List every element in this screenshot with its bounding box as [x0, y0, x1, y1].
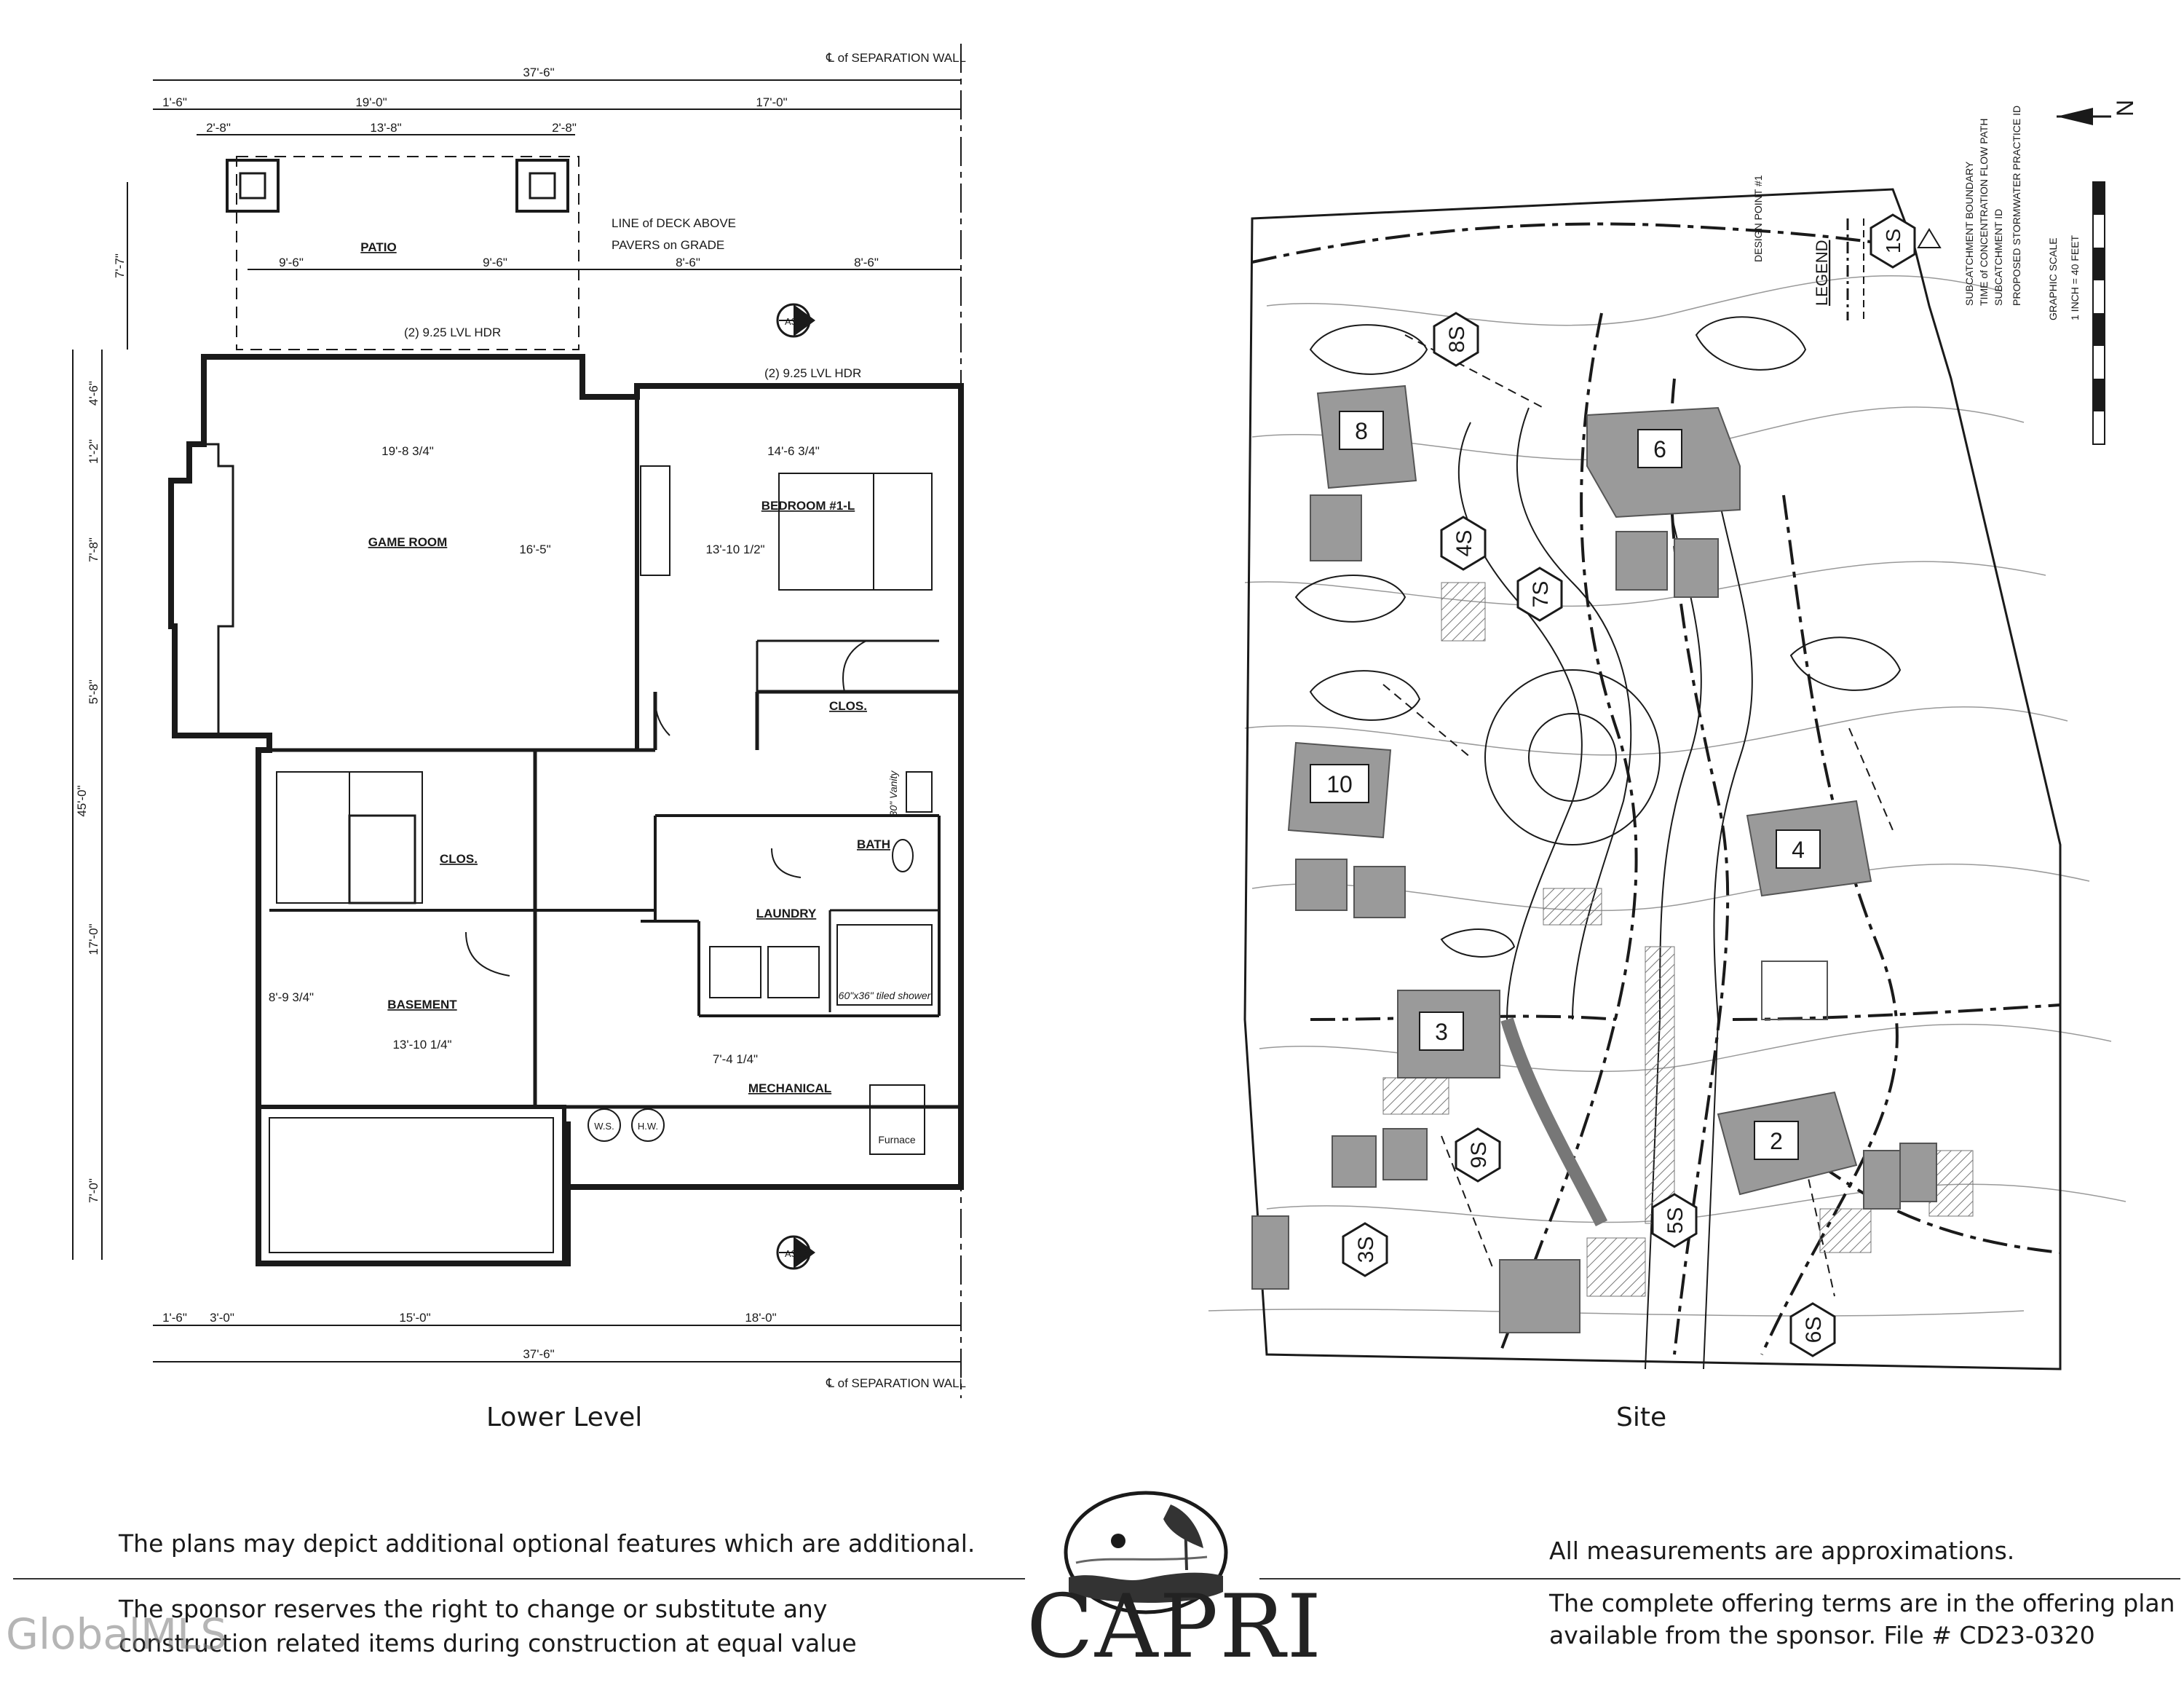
patio-dim-3: 8'-6"	[676, 256, 700, 269]
lot-6: 6	[1653, 436, 1666, 462]
disclaimer-substitute-line-2: construction related items during constr…	[119, 1629, 857, 1657]
header-label-2: (2) 9.25 LVL HDR	[764, 366, 861, 380]
disclaimer-substitute-line-1: The sponsor reserves the right to change…	[119, 1595, 828, 1623]
header-label-1: (2) 9.25 LVL HDR	[404, 326, 501, 339]
left-dim-2: 4'-6"	[87, 381, 100, 406]
subcatchment-4s: 4S	[1452, 530, 1476, 557]
legend-item-stormwater: PROPOSED STORMWATER PRACTICE ID	[2011, 106, 2022, 306]
site-plan: 8 6 10 4 3 2 8S 4S 7S 9S 3S 5S 6S LEGEND…	[1208, 100, 2138, 1370]
room-basement: BASEMENT	[387, 998, 457, 1011]
water-softener-label: W.S.	[594, 1121, 614, 1132]
section-marker-bottom: A300	[785, 1248, 807, 1259]
bottom-dim-3: 15'-0"	[399, 1311, 430, 1325]
overall-depth: 45'-0"	[75, 785, 89, 816]
bedroom-dim-a: 14'-6 3/4"	[767, 444, 820, 458]
subcatchment-6s: 6S	[1802, 1317, 1826, 1344]
room-patio: PATIO	[360, 240, 396, 254]
capri-logo-emblem	[1064, 1491, 1228, 1614]
caption-lower-level: Lower Level	[486, 1403, 643, 1432]
mechanical-dim-a: 7'-4 1/4"	[713, 1052, 758, 1066]
globalmls-watermark: GlobalMLS	[6, 1609, 228, 1659]
bottom-dim-2: 3'-0"	[210, 1311, 234, 1325]
bedroom-dim-b: 13'-10 1/2"	[705, 543, 764, 556]
section-marker-top: A300	[785, 316, 807, 327]
subcatchment-7s: 7S	[1529, 581, 1553, 608]
patio-note-pavers: PAVERS on GRADE	[612, 238, 724, 252]
top-dim-1: 1'-6"	[162, 95, 187, 109]
lot-4: 4	[1792, 837, 1805, 863]
top-dim-2-3: 2'-8"	[552, 121, 577, 135]
bottom-dim-1: 1'-6"	[162, 1311, 187, 1325]
lot-8: 8	[1355, 418, 1368, 444]
legend-symbol: 1S	[1882, 229, 1904, 253]
game-room-dim-a: 19'-8 3/4"	[381, 444, 434, 458]
legend-item-flow-path: TIME of CONCENTRATION FLOW PATH	[1978, 119, 1990, 306]
separation-wall-note-bottom: ℄ of SEPARATION WALL	[826, 1376, 966, 1390]
legend-item-boundary: SUBCATCHMENT BOUNDARY	[1963, 161, 1975, 306]
left-dim-7: 7'-0"	[87, 1178, 100, 1203]
room-bath: BATH	[857, 837, 890, 851]
left-dim-6: 17'-0"	[87, 923, 100, 955]
room-bedroom-closet: CLOS.	[829, 699, 867, 713]
game-room-dim-b: 16'-5"	[519, 543, 550, 556]
subcatchment-9s: 9S	[1467, 1142, 1491, 1169]
left-divider	[13, 1578, 1025, 1579]
lot-2: 2	[1770, 1128, 1783, 1154]
left-dim-3: 1'-2"	[87, 439, 100, 464]
lower-level-floor-plan: ℄ of SEPARATION WALL ℄ of SEPARATION WAL…	[72, 44, 966, 1398]
overall-width-top: 37'-6"	[523, 66, 554, 79]
legend-item-id: SUBCATCHMENT ID	[1993, 209, 2004, 306]
disclaimer-offering-line-2: available from the sponsor. File # CD23-…	[1549, 1621, 2095, 1649]
patio-dim-4: 8'-6"	[854, 256, 879, 269]
caption-site: Site	[1616, 1403, 1667, 1432]
graphic-scale-note: 1 INCH = 40 FEET	[2069, 234, 2081, 320]
disclaimer-measurements: All measurements are approximations.	[1549, 1537, 2015, 1565]
separation-wall-note-top: ℄ of SEPARATION WALL	[826, 51, 966, 65]
subcatchment-3s: 3S	[1354, 1237, 1378, 1263]
lot-10: 10	[1326, 771, 1353, 797]
basement-dim-b: 8'-9 3/4"	[269, 990, 314, 1004]
left-dim-4: 7'-8"	[87, 537, 100, 562]
shower-label: 60"x36" tiled shower	[839, 990, 932, 1001]
vanity-label: 30" Vanity	[887, 770, 899, 817]
left-dim-5: 5'-8"	[87, 679, 100, 704]
disclaimer-optional-features: The plans may depict additional optional…	[119, 1529, 976, 1558]
patio-note-deck: LINE of DECK ABOVE	[612, 216, 736, 230]
room-game-room: GAME ROOM	[368, 535, 448, 549]
basement-dim-a: 13'-10 1/4"	[392, 1038, 451, 1052]
north-arrow-icon: N	[2057, 100, 2138, 125]
design-point-label: DESIGN POINT #1	[1752, 175, 1764, 262]
room-laundry: LAUNDRY	[756, 907, 817, 920]
subcatchment-8s: 8S	[1445, 326, 1469, 353]
overall-width-bottom: 37'-6"	[523, 1347, 554, 1361]
right-divider	[1259, 1578, 2180, 1579]
patio-dim-1: 9'-6"	[279, 256, 304, 269]
furnace-label: Furnace	[878, 1134, 916, 1145]
water-heater-label: H.W.	[638, 1121, 658, 1132]
room-bedroom: BEDROOM #1-L	[761, 499, 855, 513]
subcatchment-5s: 5S	[1663, 1207, 1688, 1234]
left-dim-1: 7'-7"	[113, 253, 127, 278]
graphic-scale-label: GRAPHIC SCALE	[2047, 237, 2059, 320]
legend-title: LEGEND	[1813, 240, 1831, 306]
graphic-scale-bar	[2092, 181, 2105, 445]
disclaimer-offering-line-1: The complete offering terms are in the o…	[1549, 1589, 2175, 1617]
top-dim-2: 19'-0"	[355, 95, 387, 109]
top-dim-2-2: 13'-8"	[370, 121, 401, 135]
top-dim-3: 17'-0"	[756, 95, 787, 109]
bottom-dim-4: 18'-0"	[745, 1311, 776, 1325]
room-stair-closet: CLOS.	[440, 852, 478, 866]
top-dim-2-1: 2'-8"	[206, 121, 231, 135]
capri-logo-wordmark: CAPRI	[1026, 1577, 1323, 1678]
lot-3: 3	[1435, 1019, 1448, 1045]
north-label: N	[2112, 100, 2138, 117]
room-mechanical: MECHANICAL	[748, 1081, 831, 1095]
patio-dim-2: 9'-6"	[483, 256, 507, 269]
